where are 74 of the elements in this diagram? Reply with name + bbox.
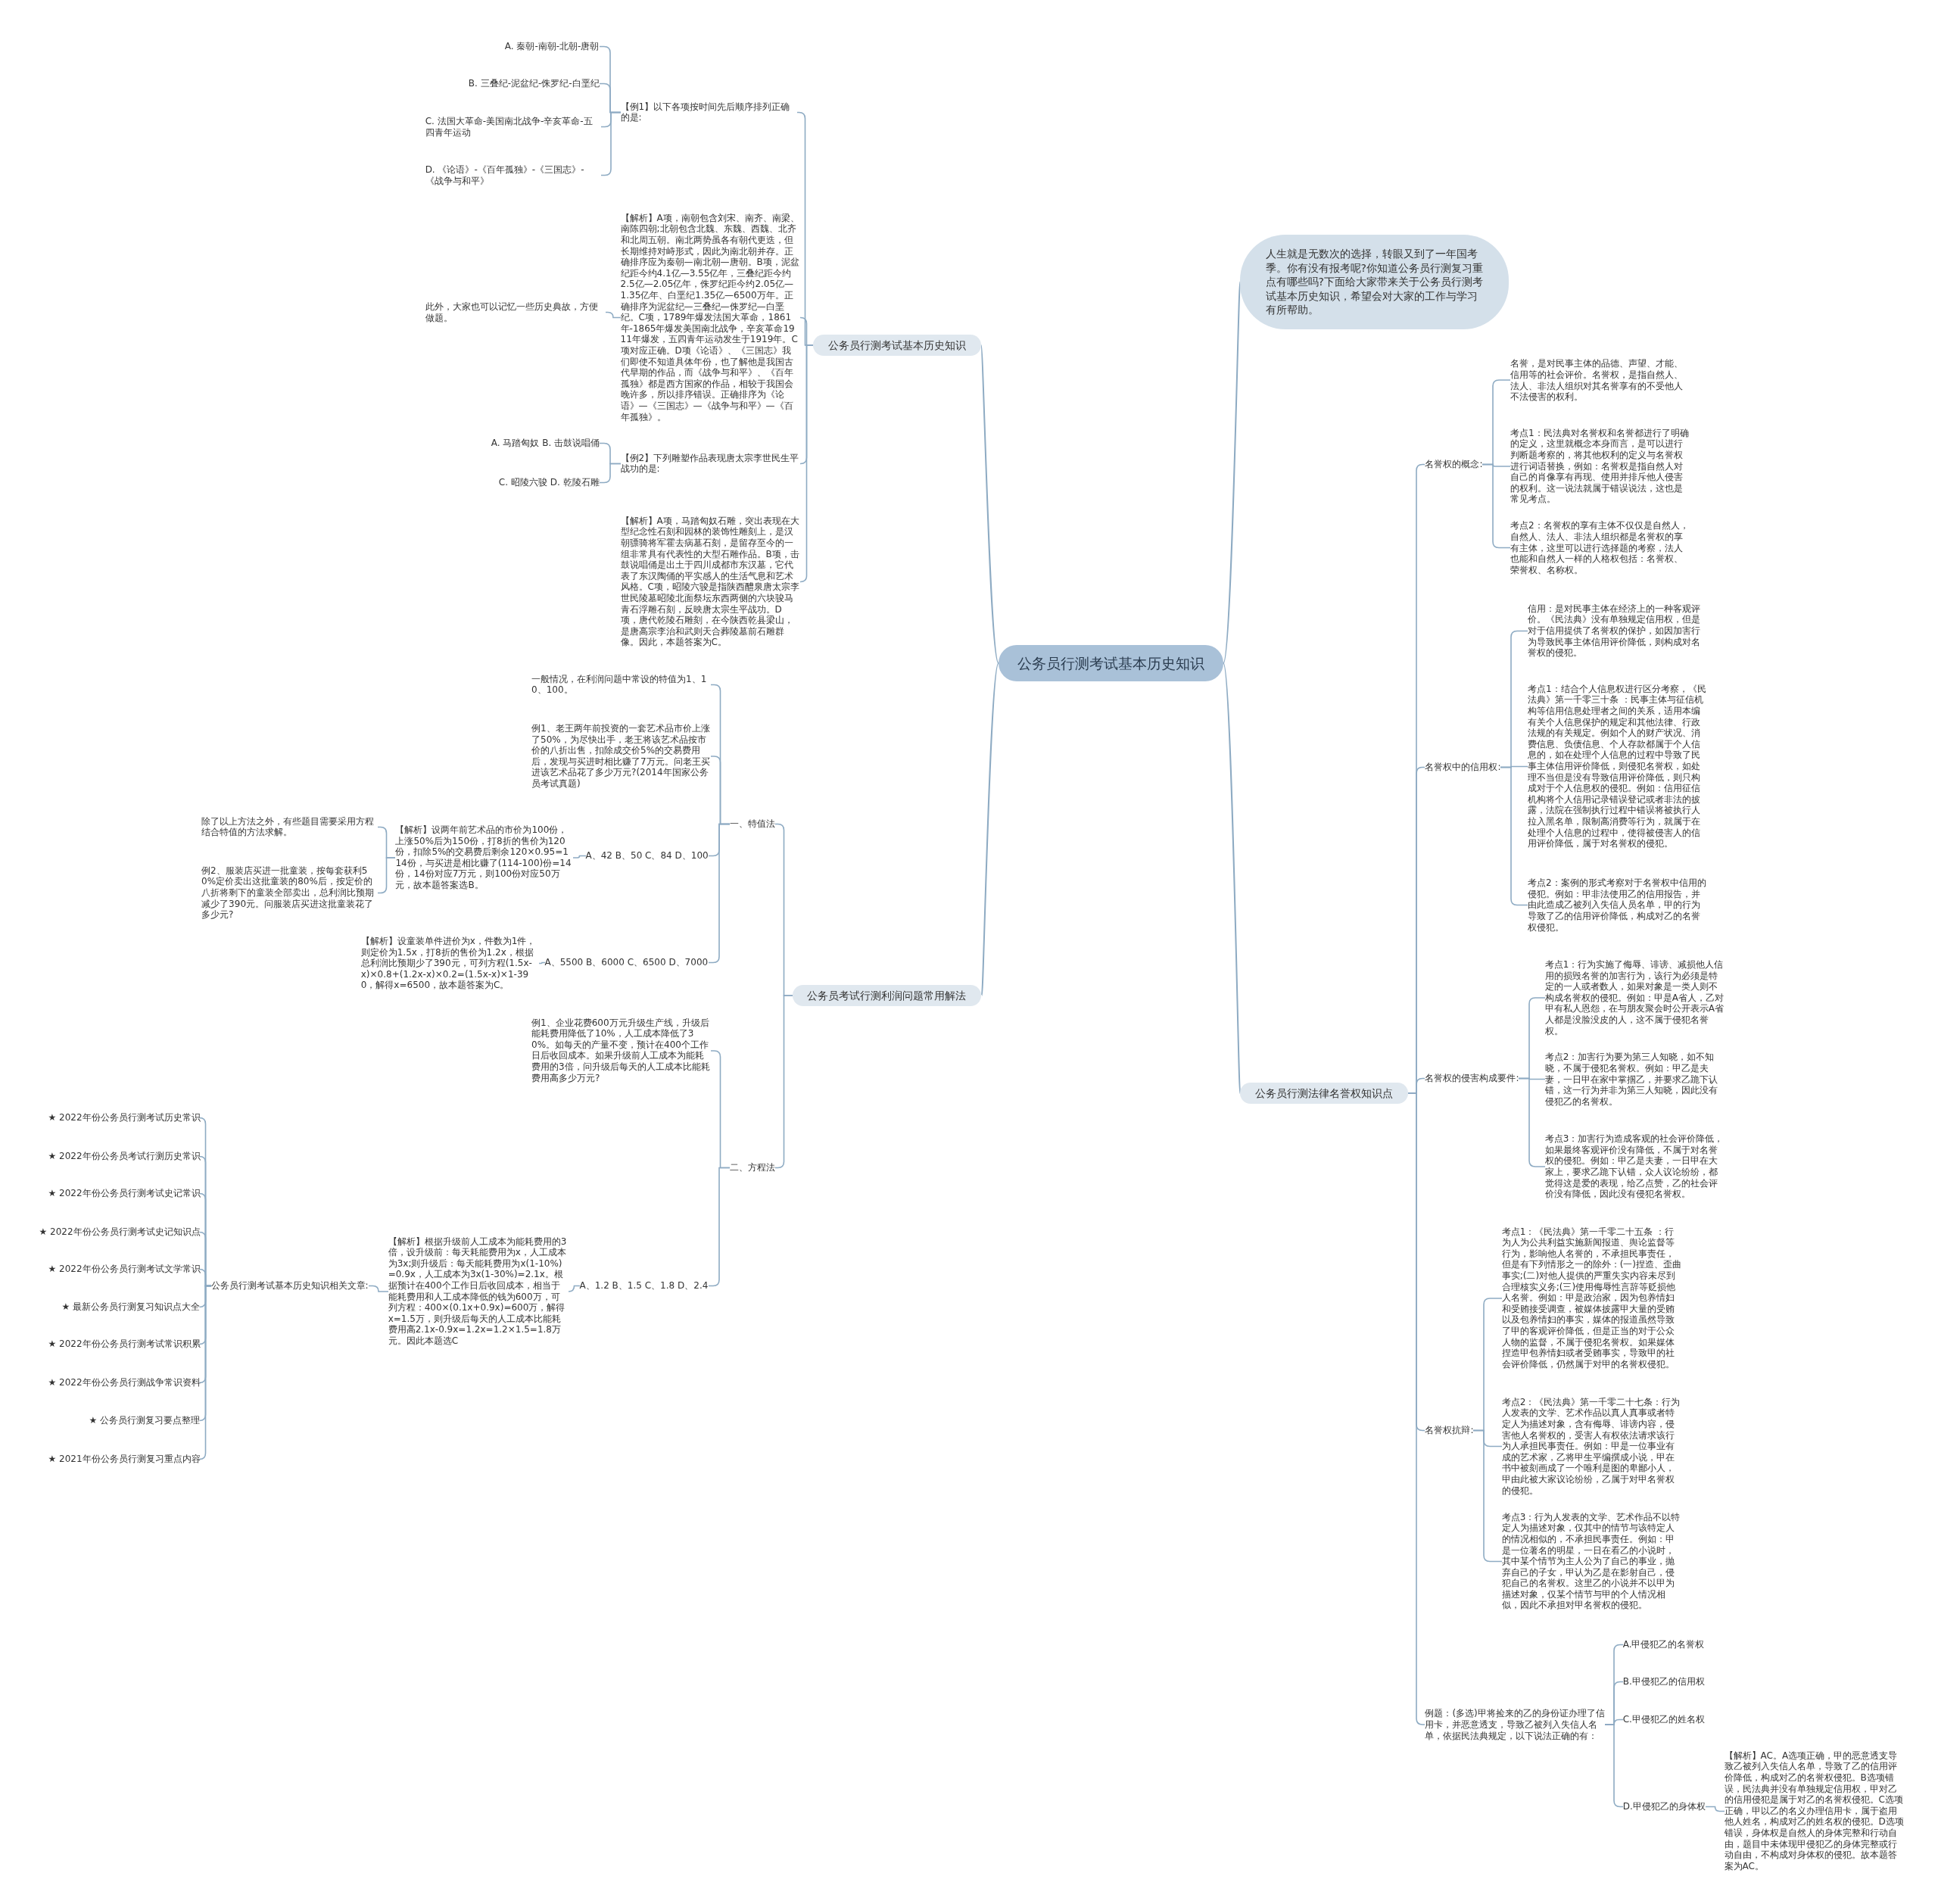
topic-text: 信用：是对民事主体在经济上的一种客观评价。《民法典》没有单独规定信用权，但是对于信用提供了名誉权的保护，如因加害行为导致民事主体信用评价降低，则构成对名誉权的侵犯。 xyxy=(1527,603,1709,659)
topic-text: 【解析】AC。A选项正确，甲的恶意透支导致乙被列入失信人名单，导致了乙的信用评价降低，构成对乙的名誉权侵犯。B选项错误，民法典并没有单独规定信用权，甲对乙的信用侵犯是属于对乙的名誉权侵犯。C选项正确，甲以乙的名义办理信用卡，属于盗用他人姓名，构成对乙的姓名权的侵犯。D选项错误，身体权是自然人的身体完整和行动自由，题目中未体现甲侵犯乙的身体完整或行动自由，不构成对身体权的侵犯。故本题答案为AC。 xyxy=(1724,1750,1905,1872)
connector-line xyxy=(599,463,622,484)
topic-text: D.甲侵犯乙的身体权 xyxy=(1622,1800,1706,1812)
branch-topic-box: 公务员考试行测利润问题常用解法 xyxy=(792,985,982,1007)
topic-text: A. 秦朝-南朝-北朝-唐朝 xyxy=(504,40,600,52)
connector-line xyxy=(377,857,396,894)
connector-line xyxy=(981,662,999,996)
topic-text: 公务员行测考试基本历史知识相关文章: xyxy=(210,1280,369,1292)
topic-text: B. 三叠纪-泥盆纪-侏罗纪-白垩纪 xyxy=(468,77,600,89)
topic-text: 【解析】设童装单件进价为x，件数为1件，则定价为1.5x，打8折的售价为1.2x，根据总利润比预期少了390元，可列方程(1.5x-x)×0.8+(1.2x-x)×0.2=(1.5x-x)×1-390，解得x=6500，故本题答案为C。 xyxy=(360,935,539,991)
connector-line xyxy=(1604,1724,1624,1808)
topic-text: 考点1：结合个人信息权进行区分考察，《民法典》第一千零三十条 ：民事主体与征信机构等信用信息处理者之间的关系，适用本编有关个人信息保护的规定和其他法律、行政法规的有关规定。例如个人的财产状况、消费信息、负债信息、个人存款都属于个人信息的，如在处理个人信息的过程中导致了民事主体信用评价降低，则侵犯名誉权，如处理不当但是没有导致信用评价降低，则只构成对于个人信息权的侵犯。例如：信用征信机构将个人信用记录错误登记或者非法的披露，法院在强制执行过程中错误将被执行人拉入黑名单，限制高消费等行为，就属于在处理个人信息的过程中，使得被侵害人的信用评价降低，属于对名誉权的侵犯。 xyxy=(1527,683,1709,849)
topic-text: 【例1】以下各项按时间先后顺序排列正确的是: xyxy=(620,101,798,124)
topic-text: 名誉权抗辩: xyxy=(1425,1425,1474,1437)
topic-text: 考点2：《民法典》第一千零二十七条：行为人发表的文学、艺术作品以真人真事或者特定人为描述对象，含有侮辱、诽谤内容，侵害他人名誉权的，受害人有权依法请求该行为人承担民事责任。例如：甲是一位事业有成的艺术家，乙将甲生平编撰成小说，甲在书中被刻画成了一个唯利是图的卑鄙小人，甲由此被大家议论纷纷，乙属于对甲名誉权的侵犯。 xyxy=(1501,1396,1683,1497)
connector-line xyxy=(799,344,814,583)
topic-text: 名誉权的侵害构成要件: xyxy=(1425,1073,1519,1084)
connector-line xyxy=(1705,1806,1725,1812)
connector-line xyxy=(568,1285,581,1292)
branch-topic-box: 公务员行测法律名誉权知识点 xyxy=(1239,1083,1408,1105)
topic-text: 例题：(多选)甲将捡来的乙的身份证办理了信用卡，并恶意透支，导致乙被列入失信人名单，依据民法典规定，以下说法正确的有： xyxy=(1425,1708,1606,1742)
topic-text: 【解析】A项，马踏匈奴石雕，突出表现在大型纪念性石刻和园林的装饰性雕刻上，是汉朝骠骑将军霍去病墓石刻，是留存至今的一组非常具有代表性的大型石雕作品。B项，击鼓说唱俑是出土于四川成都市东汉墓，它代表了东汉陶俑的平实感人的生活气息和艺术风格。C项，昭陵六骏是指陕西醴泉唐太宗李世民陵墓昭陵北面祭坛东西两侧的六块骏马青石浮雕石刻，反映唐太宗生平战功。D项，唐代乾陵石雕刻，在今陕西乾县梁山，是唐高宗李治和武则天合葬陵墓前石雕群像。因此，本题答案为C。 xyxy=(620,515,800,648)
topic-text: ★ 2022年份公务员考试行测历史常识 xyxy=(48,1151,201,1162)
topic-text: C.甲侵犯乙的姓名权 xyxy=(1622,1714,1705,1726)
topic-text: 例1、老王两年前投资的一套艺术品市价上涨了50%，为尽快出手，老王将该艺术品按市价的八折出售，扣除成交价5%的交易费用后，发现与买进时相比赚了7万元。问老王买进该艺术品花了多少万元?(2014年国家公务员考试真题) xyxy=(531,723,711,790)
intro-bubble: 人生就是无数次的选择，转眼又到了一年国考季。你有没有报考呢?你知道公务员行测复习重点有哪些吗?下面给大家带来关于公务员行测考试基本历史知识，希望会对大家的工作与学习有所帮助。 xyxy=(1239,235,1510,329)
topic-text: 【解析】A项，南朝包含刘宋、南齐、南梁、南陈四朝;北朝包含北魏、东魏、西魏、北齐和北周五朝。南北两势虽各有朝代更迭，但长期维持对峙形式，因此为南北朝并存。正确排序应为秦朝—南北朝—唐朝。B项，泥盆纪距今约4.1亿—3.55亿年，三叠纪距今约2.5亿—2.05亿年，侏罗纪距今约2.05亿—1.35亿年、白垩纪1.35亿—6500万年。正确排序为泥盆纪—三叠纪—侏罗纪—白垩纪。C项，1789年爆发法国大革命，1861年-1865年爆发美国南北战争，辛亥革命1911年爆发，五四青年运动发生于1919年。C项对应正确。D项《论语》、《三国志》我们即使不知道具体年份，也了解他是我国古代早期的作品，而《战争与和平》、《百年孤独》都是西方国家的作品，相较于我国会晚许多，所以排序错误。正确排序为《论语》—《三国志》—《战争与和平》—《百年孤独》。 xyxy=(620,212,800,423)
topic-text: 考点2：案例的形式考察对于名誉权中信用的侵犯。例如：甲非法使用乙的信用报告，并由此造成乙被列入失信人员名单，甲的行为导致了乙的信用评价降低，构成对乙的名誉权侵犯。 xyxy=(1527,877,1709,933)
topic-text: A、42 B、50 C、84 D、100 xyxy=(585,850,709,862)
topic-text: 【解析】根据升级前人工成本为能耗费用的3倍，设升级前：每天耗能费用为x，人工成本为3x;则升级后：每天能耗费用为x(1-10%)=0.9x，人工成本为3x(1-30%)=2.1x。根据预计在400个工作日后收回成本，相当于能耗费用和人工成本降低的钱为600万，可列方程：400×(0.1x+0.9x)=600万，解得x=1.5万，则升级后每天的人工成本比能耗费用高2.1x-0.9x=1.2x=1.2×1.5=1.8万元。因此本题选C xyxy=(388,1236,569,1347)
topic-text: 【解析】设两年前艺术品的市价为100份，上涨50%后为150份，打8折的售价为120份，扣除5%的交易费后剩余120×0.95=114份，与买进是相比赚了(114-100)份=14份，14份对应7万元，则100份对应50万元，故本题答案选B。 xyxy=(395,824,574,891)
topic-text: ★ 2022年份公务员行测考试史记常识 xyxy=(48,1187,201,1199)
topic-text: A、5500 B、6000 C、6500 D、7000 xyxy=(544,956,709,968)
topic-text: ★ 2022年份公务员行测战争常识资料 xyxy=(48,1376,201,1388)
topic-text: ★ 2022年份公务员行测考试常识积累 xyxy=(48,1338,201,1350)
topic-text: 名誉，是对民事主体的品德、声望、才能、信用等的社会评价。名誉权，是指自然人、法人、非法人组织对其名誉享有的不受他人不法侵害的权利。 xyxy=(1510,358,1691,403)
topic-text: D. 《论语》-《百年孤独》-《三国志》-《战争与和平》 xyxy=(425,164,601,187)
connector-line xyxy=(368,1285,389,1292)
connector-line xyxy=(774,995,793,1169)
topic-text: 例2、服装店买进一批童装，按每套获利50%定价卖出这批童装的80%后，按定价的八折将剩下的童装全部卖出，总利润比预期减少了390元。问服装店买进这批童装花了多少元? xyxy=(201,865,379,921)
topic-text: C. 法国大革命-美国南北战争-辛亥革命-五四青年运动 xyxy=(425,116,601,139)
topic-text: 名誉权中的信用权: xyxy=(1425,761,1501,773)
topic-text: ★ 2022年份公务员行测考试史记知识点 xyxy=(39,1226,201,1238)
topic-text: 考点3：行为人发表的文学、艺术作品不以特定人为描述对象，仅其中的情节与该特定人的情况相似的，不承担民事责任。例如：甲是一位著名的明星，一日在看乙的小说时，其中某个情节为主人公为了自己的事业，抛弃自己的子女，甲认为乙是在影射自己，侵犯自己的名誉权。这里乙的小说并不以甲为描述对象，仅某个情节与甲的个人情况相似，因此不承担对甲名誉权的侵犯。 xyxy=(1501,1511,1683,1612)
topic-text: 考点1：《民法典》第一千零二十五条 ：行为人为公共利益实施新闻报道、舆论监督等行为，影响他人名誉的，不承担民事责任，但是有下列情形之一的除外：(一)捏造、歪曲事实;(二)对他人提供的严重失实内容未尽到合理核实义务;(三)使用侮辱性言辞等贬损他人名誉。例如：甲是政治家，因为包养情妇和受贿接受调查，被媒体披露甲大量的受贿以及包养情妇的事实，媒体的报道虽然导致了甲的客观评价降低，但是正当的对于公众人物的监督，不属于侵犯名誉权。如果媒体捏造甲包养情妇或者受贿事实，导致甲的社会评价降低，仍然属于对甲的名誉权侵犯。 xyxy=(1501,1226,1683,1370)
topic-text: ★ 2022年份公务员行测考试历史常识 xyxy=(48,1112,201,1123)
topic-text: ★ 2021年份公务员行测复习重点内容 xyxy=(48,1454,201,1465)
topic-text: 一般情况，在利润问题中常设的特值为1、10、100。 xyxy=(531,673,711,696)
topic-text: 考点2：加害行为要为第三人知晓，如不知晓，不属于侵犯名誉权。例如：甲乙是夫妻，一日甲在家中掌掴乙，并要求乙跪下认错，这一行为并非为第三人知晓，因此没有侵犯乙的名誉权。 xyxy=(1544,1052,1726,1108)
branch-topic-box: 公务员行测考试基本历史知识 xyxy=(813,335,982,357)
connector-line xyxy=(572,855,587,859)
topic-text: 名誉权的概念: xyxy=(1425,458,1483,470)
connector-line xyxy=(538,961,546,964)
topic-text: 考点3：加害行为造成客观的社会评价降低，如果最终客观评价没有降低，不属于对名誉权的侵犯。例如：甲乙是夫妻，一日甲在大家上，要求乙跪下认错，众人议论纷纷，都觉得这是爱的表现，给乙点赞，乙的社会评价没有降低，因此没有侵犯名誉权。 xyxy=(1544,1133,1726,1200)
topic-text: ★ 最新公务员行测复习知识点大全 xyxy=(61,1301,201,1313)
connector-line xyxy=(605,311,622,319)
central-topic-box: 公务员行测考试基本历史知识 xyxy=(999,645,1224,682)
topic-text: A.甲侵犯乙的名誉权 xyxy=(1622,1638,1705,1650)
topic-text: 此外，大家也可以记忆一些历史典故，方便做题。 xyxy=(425,301,606,324)
topic-text: 二、方程法 xyxy=(729,1161,775,1173)
topic-text: 考点1：民法典对名誉权和名誉都进行了明确的定义，这里就概念本身而言，是可以进行判断题考察的，将其他权利的定义与名誉权进行词语替换，例如：名誉权是指自然人对自己的肖像享有再现、使用并排斥他人侵害的权利。这一说法就属于错误说法，这也是常见考点。 xyxy=(1510,427,1691,506)
topic-text: A、1.2 B、1.5 C、1.8 D、2.4 xyxy=(579,1280,709,1292)
topic-text: ★ 公务员行测复习要点整理 xyxy=(89,1415,201,1426)
topic-text: 例1、企业花费600万元升级生产线，升级后能耗费用降低了10%，人工成本降低了30%。如每天的产量不变，预计在400个工作日后收回成本。如果升级前人工成本为能耗费用的3倍，问升级后每天的人工成本比能耗费用高多少万元? xyxy=(531,1017,711,1084)
topic-text: C. 昭陵六骏 D. 乾陵石雕 xyxy=(498,477,600,488)
topic-text: B.甲侵犯乙的信用权 xyxy=(1622,1675,1705,1687)
topic-text: ★ 2022年份公务员行测考试文学常识 xyxy=(48,1263,201,1275)
topic-text: 【例2】下列雕塑作品表现唐太宗李世民生平战功的是: xyxy=(620,452,800,475)
topic-text: 考点2：名誉权的享有主体不仅仅是自然人，自然人、法人、非法人组织都是名誉权的享有主体，这里可以进行选择题的考察，法人也能和自然人一样的人格权包括：名誉权、荣誉权、名称权。 xyxy=(1510,520,1691,576)
topic-text: A. 马踏匈奴 B. 击鼓说唱俑 xyxy=(491,437,600,449)
topic-text: 除了以上方法之外，有些题目需要采用方程结合特值的方法求解。 xyxy=(201,815,379,838)
topic-text: 考点1：行为实施了侮辱、诽谤、减损他人信用的损毁名誉的加害行为，该行为必须是特定的一人或者数人，如果对象是一类人则不构成名誉权的侵犯。例如：甲是A省人，乙对甲有私人恩怨，在与朋友聚会时公开表示A省人都是没脸没皮的人，这不属于侵犯名誉权。 xyxy=(1544,958,1726,1037)
topic-text: 一、特值法 xyxy=(729,818,775,830)
